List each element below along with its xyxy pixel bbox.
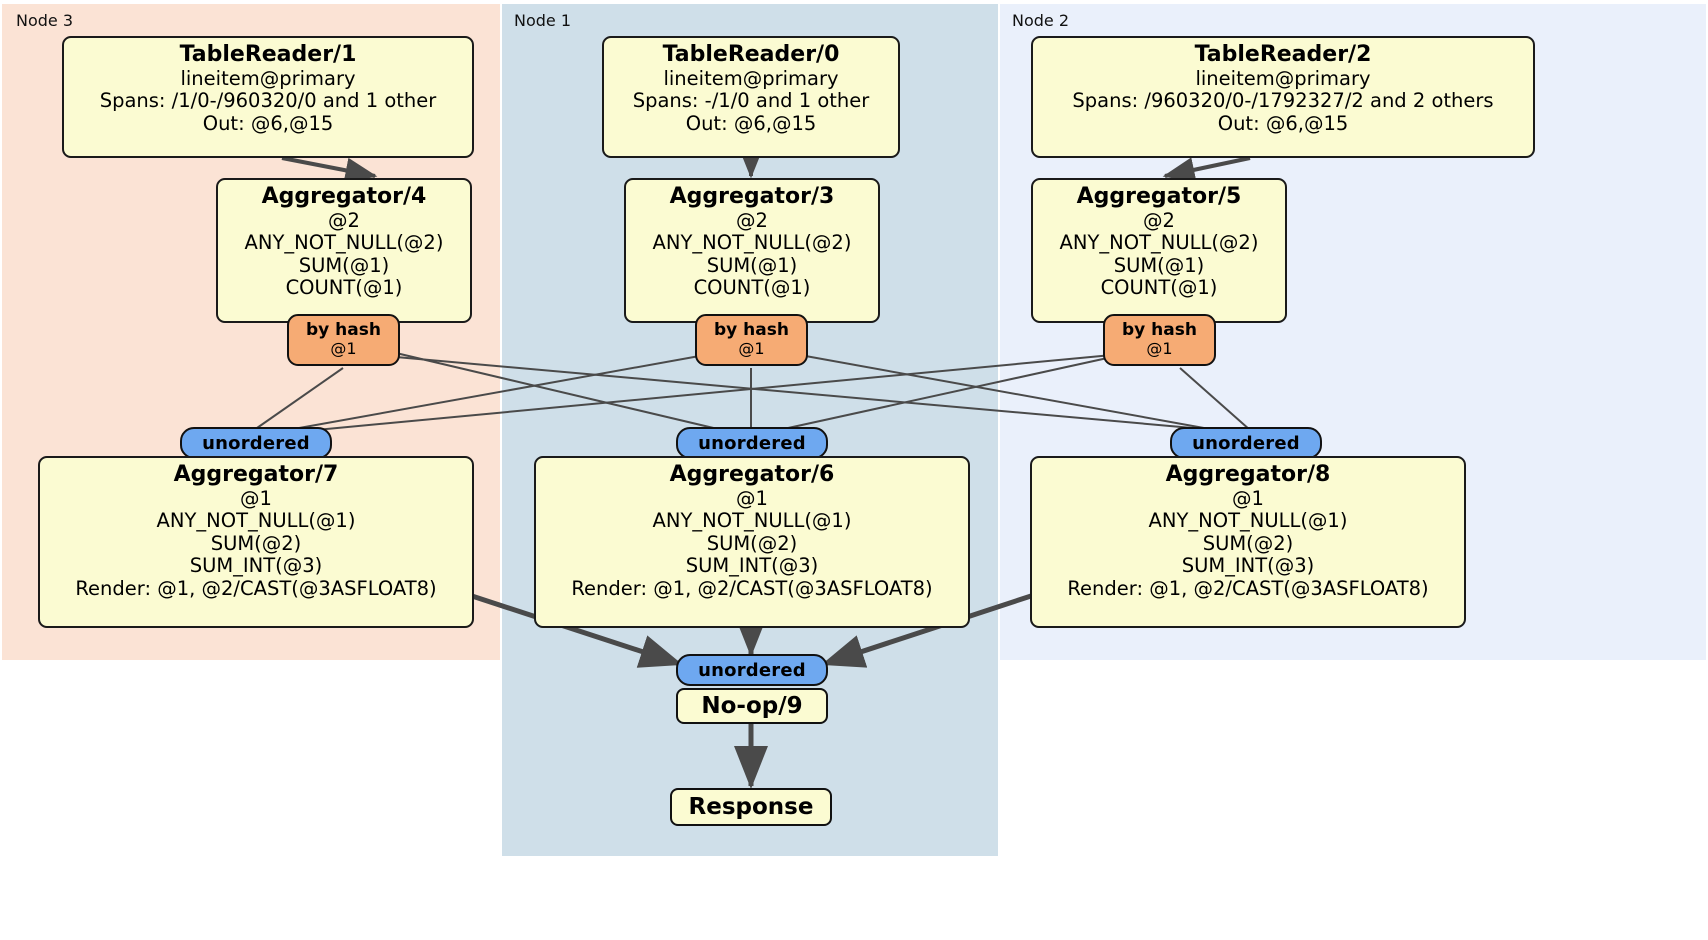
badge-by-hash-left[interactable]: by hash @1 [287, 314, 400, 366]
node-line: Render: @1, @2/CAST(@3ASFLOAT8) [571, 576, 933, 600]
node-line: lineitem@primary [180, 66, 356, 90]
badge-unordered-mid[interactable]: unordered [676, 427, 828, 459]
node-line: ANY_NOT_NULL(@1) [156, 509, 356, 533]
badge-unordered-left[interactable]: unordered [180, 427, 332, 459]
node-line: SUM(@2) [210, 531, 302, 555]
badge-sub: @1 [330, 339, 357, 359]
node-line: @2 [1143, 208, 1175, 232]
node-line: Out: @6,@15 [1217, 111, 1349, 135]
badge-sub: @1 [738, 339, 765, 359]
node-line: SUM(@2) [706, 531, 798, 555]
badge-label: unordered [698, 659, 806, 681]
node-title: Aggregator/5 [1076, 184, 1242, 209]
node-title: Aggregator/6 [669, 462, 835, 487]
node-line: SUM(@2) [1202, 531, 1294, 555]
node-line: Render: @1, @2/CAST(@3ASFLOAT8) [75, 576, 437, 600]
badge-label: unordered [202, 432, 310, 454]
node-line: COUNT(@1) [285, 276, 403, 300]
node-no-op-9[interactable]: No-op/9 [676, 688, 828, 724]
node-title: Aggregator/4 [261, 184, 427, 209]
node-table-reader-2[interactable]: TableReader/2 lineitem@primary Spans: /9… [1031, 36, 1535, 158]
node-line: @2 [328, 208, 360, 232]
node-response[interactable]: Response [670, 788, 832, 826]
node-aggregator-5[interactable]: Aggregator/5 @2 ANY_NOT_NULL(@2) SUM(@1)… [1031, 178, 1287, 323]
node-line: SUM(@1) [706, 253, 798, 277]
panel-node-1-label: Node 1 [514, 11, 572, 30]
node-line: ANY_NOT_NULL(@2) [652, 231, 852, 255]
node-line: SUM_INT(@3) [189, 554, 323, 578]
node-line: ANY_NOT_NULL(@1) [652, 509, 852, 533]
badge-by-hash-mid[interactable]: by hash @1 [695, 314, 808, 366]
node-table-reader-0[interactable]: TableReader/0 lineitem@primary Spans: -/… [602, 36, 900, 158]
node-line: SUM_INT(@3) [685, 554, 819, 578]
node-line: ANY_NOT_NULL(@2) [244, 231, 444, 255]
node-aggregator-4[interactable]: Aggregator/4 @2 ANY_NOT_NULL(@2) SUM(@1)… [216, 178, 472, 323]
badge-label: unordered [1192, 432, 1300, 454]
node-line: lineitem@primary [1195, 66, 1371, 90]
node-title: Response [688, 794, 814, 820]
node-aggregator-6[interactable]: Aggregator/6 @1 ANY_NOT_NULL(@1) SUM(@2)… [534, 456, 970, 628]
node-line: @2 [736, 208, 768, 232]
badge-label: unordered [698, 432, 806, 454]
panel-node-3-label: Node 3 [16, 11, 74, 30]
node-line: Spans: /960320/0-/1792327/2 and 2 others [1072, 89, 1494, 113]
node-line: SUM(@1) [298, 253, 390, 277]
node-line: @1 [736, 486, 768, 510]
badge-label: by hash [306, 320, 381, 341]
panel-node-2-label: Node 2 [1012, 11, 1070, 30]
node-title: Aggregator/7 [173, 462, 339, 487]
node-line: @1 [1232, 486, 1264, 510]
node-line: Render: @1, @2/CAST(@3ASFLOAT8) [1067, 576, 1429, 600]
node-line: Out: @6,@15 [202, 111, 334, 135]
node-title: Aggregator/3 [669, 184, 835, 209]
node-line: Out: @6,@15 [685, 111, 817, 135]
node-title: TableReader/0 [662, 42, 840, 67]
node-title: No-op/9 [701, 693, 803, 719]
node-title: TableReader/1 [179, 42, 357, 67]
badge-sub: @1 [1146, 339, 1173, 359]
node-line: Spans: /1/0-/960320/0 and 1 other [99, 89, 437, 113]
badge-by-hash-right[interactable]: by hash @1 [1103, 314, 1216, 366]
badge-unordered-right[interactable]: unordered [1170, 427, 1322, 459]
node-aggregator-8[interactable]: Aggregator/8 @1 ANY_NOT_NULL(@1) SUM(@2)… [1030, 456, 1466, 628]
node-line: SUM(@1) [1113, 253, 1205, 277]
node-line: SUM_INT(@3) [1181, 554, 1315, 578]
node-table-reader-1[interactable]: TableReader/1 lineitem@primary Spans: /1… [62, 36, 474, 158]
node-line: ANY_NOT_NULL(@1) [1148, 509, 1348, 533]
node-aggregator-7[interactable]: Aggregator/7 @1 ANY_NOT_NULL(@1) SUM(@2)… [38, 456, 474, 628]
node-line: COUNT(@1) [693, 276, 811, 300]
badge-unordered-final[interactable]: unordered [676, 654, 828, 686]
node-line: Spans: -/1/0 and 1 other [632, 89, 870, 113]
node-title: TableReader/2 [1194, 42, 1372, 67]
badge-label: by hash [714, 320, 789, 341]
node-line: lineitem@primary [663, 66, 839, 90]
node-line: @1 [240, 486, 272, 510]
badge-label: by hash [1122, 320, 1197, 341]
node-line: COUNT(@1) [1100, 276, 1218, 300]
node-title: Aggregator/8 [1165, 462, 1331, 487]
node-aggregator-3[interactable]: Aggregator/3 @2 ANY_NOT_NULL(@2) SUM(@1)… [624, 178, 880, 323]
node-line: ANY_NOT_NULL(@2) [1059, 231, 1259, 255]
